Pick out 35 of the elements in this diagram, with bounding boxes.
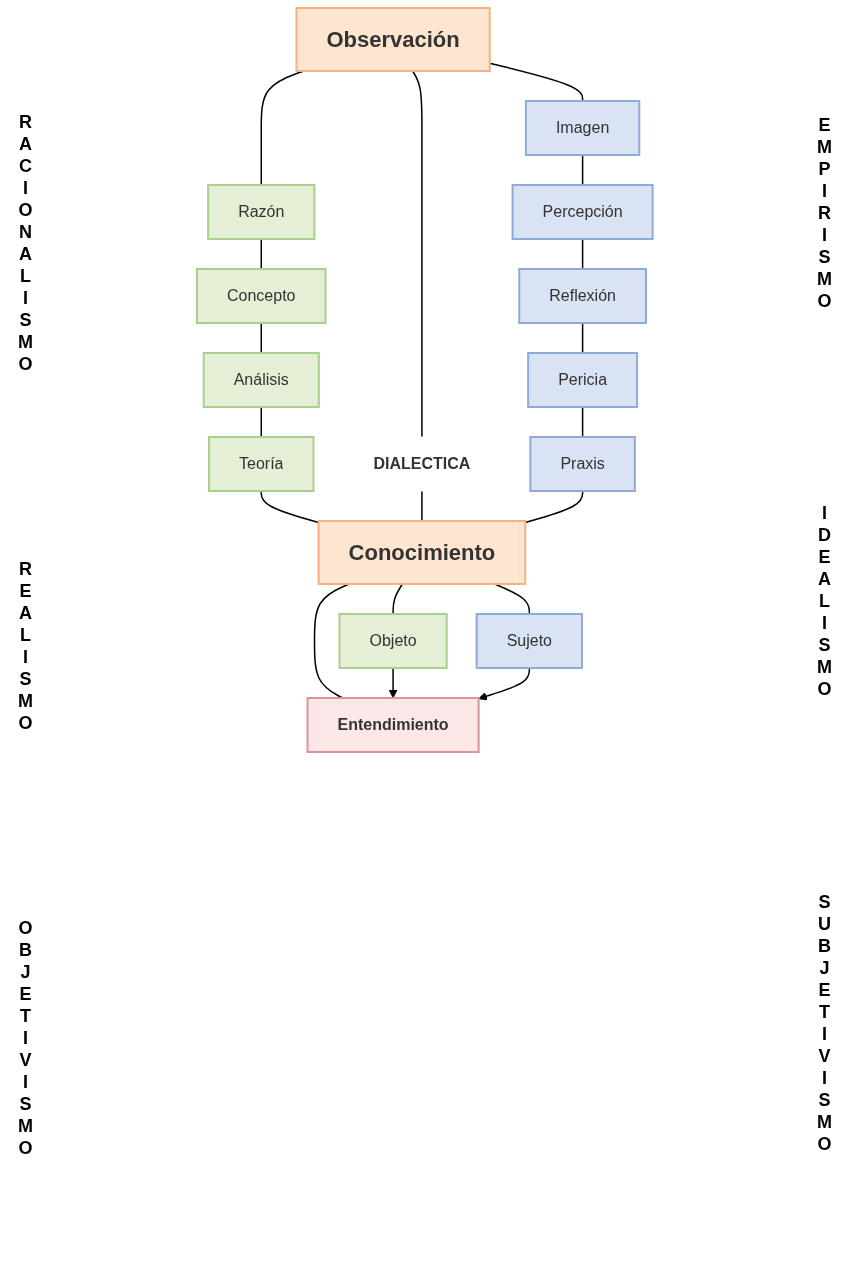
node-box: Análisis bbox=[202, 352, 320, 408]
connector bbox=[581, 154, 584, 186]
vertical-label: OBJETIVISMO bbox=[14, 917, 36, 1160]
node-box: Sujeto bbox=[475, 613, 583, 669]
node-box: Entendimiento bbox=[306, 697, 480, 753]
vertical-label: EMPIRISMO bbox=[813, 115, 835, 314]
arrow bbox=[477, 667, 530, 701]
node-box: Teoría bbox=[207, 436, 315, 492]
arrow bbox=[388, 667, 398, 699]
connector bbox=[260, 238, 262, 270]
node-box: Reflexión bbox=[517, 268, 647, 324]
connector bbox=[411, 70, 423, 438]
node-box: Concepto bbox=[195, 268, 327, 324]
node-box: Objeto bbox=[338, 613, 448, 669]
connector bbox=[524, 490, 584, 524]
node-box: Praxis bbox=[529, 436, 636, 492]
connector bbox=[420, 490, 423, 522]
connector bbox=[313, 583, 350, 699]
vertical-label: IDEALISMO bbox=[813, 503, 835, 702]
node-box: Conocimiento bbox=[317, 520, 526, 585]
vertical-label: RACIONALISMO bbox=[14, 111, 36, 376]
connector bbox=[392, 583, 403, 615]
connector bbox=[581, 238, 584, 270]
node-box: Pericia bbox=[526, 352, 638, 408]
connector bbox=[581, 322, 584, 354]
connector bbox=[260, 406, 262, 438]
node-box: Percepción bbox=[511, 184, 654, 240]
node-box: Imagen bbox=[524, 100, 640, 156]
connector bbox=[260, 322, 262, 354]
node-box: Observación bbox=[295, 7, 491, 72]
connector bbox=[581, 406, 584, 438]
vertical-label: SUBJETIVISMO bbox=[813, 891, 835, 1156]
vertical-label: REALISMO bbox=[14, 558, 36, 735]
node-box: Razón bbox=[206, 184, 316, 240]
node-text: DIALECTICA bbox=[373, 455, 471, 472]
